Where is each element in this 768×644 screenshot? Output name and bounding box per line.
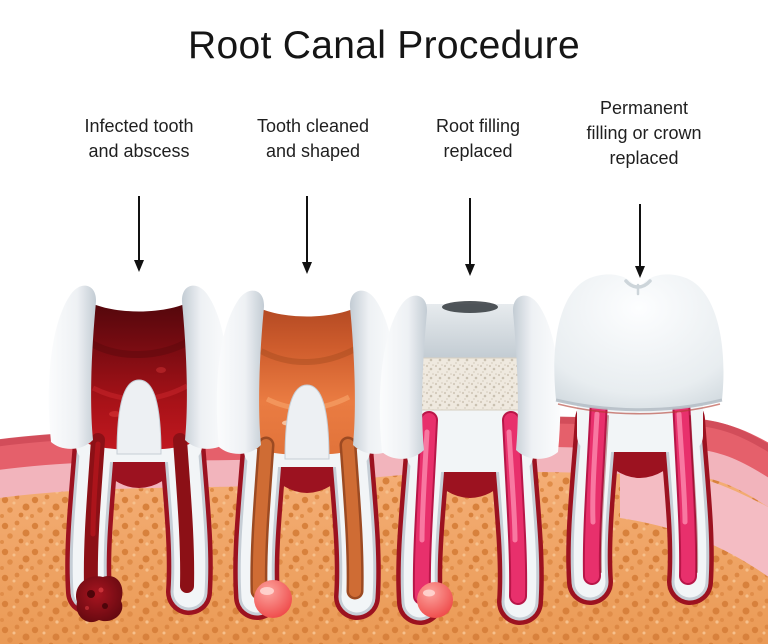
inflamed-root-tip: [254, 580, 292, 618]
tooth-stage-1-infected: [48, 285, 230, 623]
stage-label-tooth-cleaned: Tooth cleaned and shaped: [256, 116, 370, 161]
crown-margin: [555, 398, 723, 412]
tooth-stage-4-crown: [554, 274, 724, 582]
pink-root-fillings: [592, 400, 699, 576]
arrow-stage-2: [302, 196, 312, 274]
inflamed-root-tip: [417, 582, 453, 618]
tooth-trunk: [407, 406, 533, 472]
arrow-stage-1: [134, 196, 144, 272]
pink-root-fillings: [422, 420, 518, 596]
enamel-wall-right: [512, 295, 561, 459]
abscess: [76, 576, 123, 623]
access-cavity-opening: [442, 301, 498, 313]
enamel-wall-left: [48, 285, 97, 449]
infected-root-canals: [91, 440, 187, 586]
arrow-stage-4: [635, 204, 645, 278]
enamel-wall-left: [216, 290, 265, 454]
enamel-wall-left: [379, 295, 428, 459]
stage-label-root-filling: Root filling replaced: [435, 116, 521, 161]
tooth-stage-2-cleaned: [216, 290, 398, 618]
stage-label-permanent-filling: Permanent filling or crown replaced: [586, 98, 702, 168]
page-title: Root Canal Procedure: [188, 24, 580, 67]
stage-label-infected-tooth: Infected tooth and abscess: [84, 116, 194, 161]
tooth-stage-3-root-filling: [379, 295, 561, 618]
crown-groove: [624, 279, 652, 296]
gutta-percha-band: [412, 357, 528, 411]
arrow-stage-3: [465, 198, 475, 276]
pointer-arrows: [134, 196, 645, 278]
